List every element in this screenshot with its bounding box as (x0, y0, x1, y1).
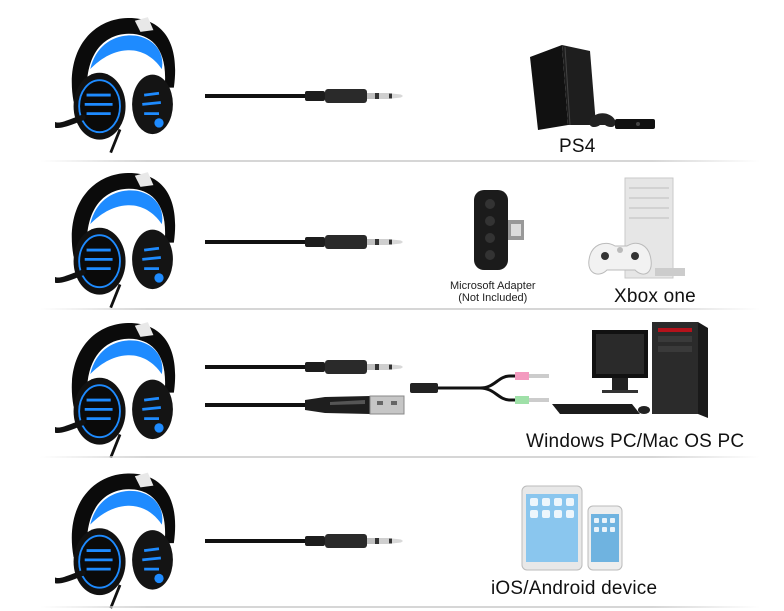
row-mobile: iOS/Android device (0, 458, 784, 611)
device-label: PS4 (559, 136, 596, 157)
audio-jack-cable (205, 86, 405, 106)
adapter-label: Microsoft Adapter (Not Included) (450, 280, 536, 304)
tablet-image (521, 485, 583, 571)
pc-image (552, 322, 708, 418)
device-label: iOS/Android device (491, 578, 658, 599)
adapter-note: (Not Included) (458, 292, 528, 304)
usb-cable (205, 395, 405, 415)
row-divider (40, 606, 760, 608)
microsoft-adapter-image (474, 190, 524, 270)
splitter-cable (410, 372, 549, 404)
row-ps4: PS4 (0, 0, 784, 160)
audio-jack-cable (205, 531, 405, 551)
phone-image (587, 505, 623, 571)
headset-image (55, 168, 185, 308)
ps4-console-image (530, 45, 655, 130)
headset-image (55, 8, 185, 158)
audio-jack-cable (205, 232, 405, 252)
headset-image (55, 466, 185, 611)
headset-image (55, 318, 185, 458)
xbox-console-image (588, 177, 685, 279)
device-label: Windows PC/Mac OS PC (526, 431, 745, 452)
row-divider (40, 308, 760, 310)
row-xbox-one: Microsoft Adapter (Not Included) Xbox on… (0, 162, 784, 308)
row-divider (40, 456, 760, 458)
device-label: Xbox one (614, 286, 696, 307)
row-divider (40, 160, 760, 162)
audio-jack-cable (205, 357, 405, 377)
row-pc: Windows PC/Mac OS PC (0, 310, 784, 456)
adapter-name: Microsoft Adapter (450, 280, 536, 292)
